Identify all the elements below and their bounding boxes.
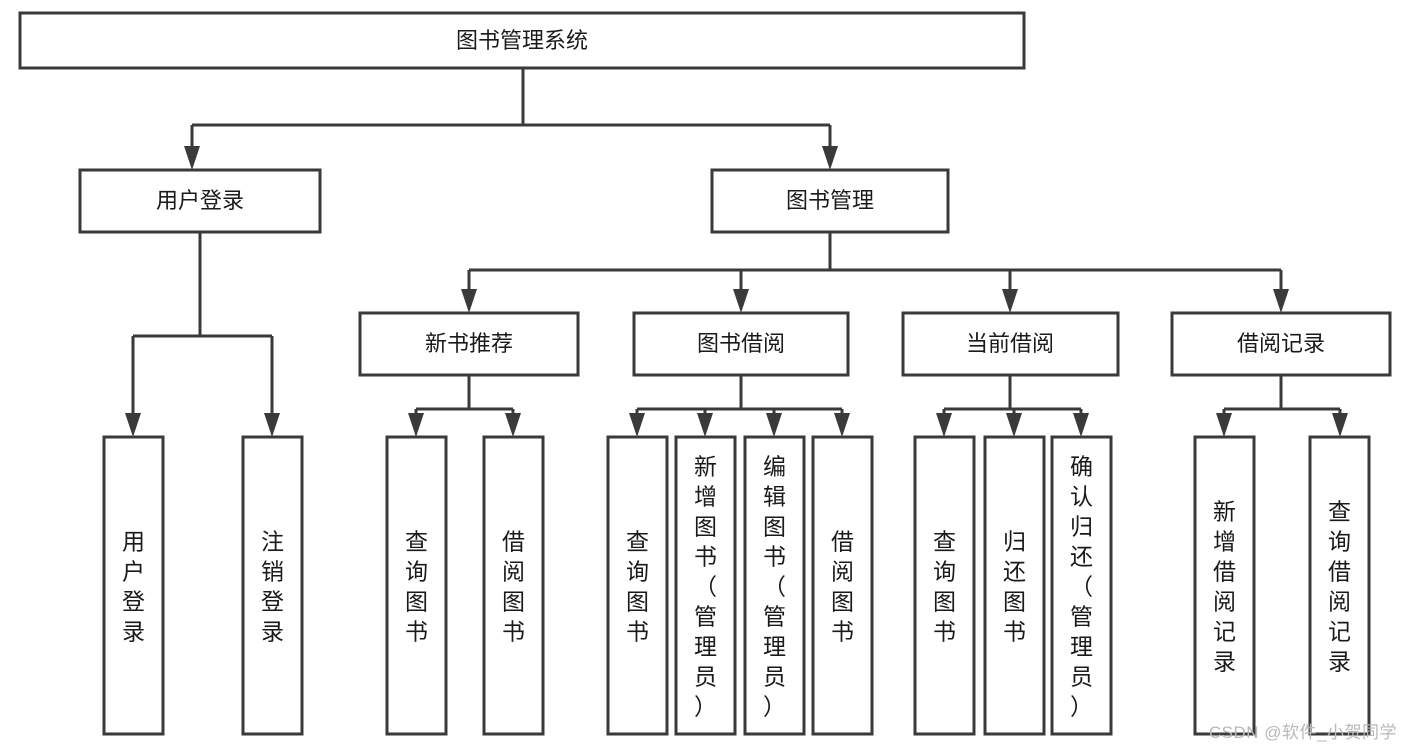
node-borrow-record-label: 借阅记录: [1237, 331, 1325, 356]
connector-current-borrow-branch: [942, 375, 1083, 419]
node-book-borrow-box[interactable]: [632, 311, 850, 377]
node-leaf-user-logout-box[interactable]: [241, 435, 304, 736]
node-leaf-borrow-book-2-box[interactable]: [811, 435, 874, 736]
arrow-head-leaf-confirm-return: [1073, 413, 1089, 437]
node-leaf-add-record[interactable]: 新增借阅记录: [1193, 435, 1256, 736]
arrow-head-borrow-record: [1273, 289, 1289, 313]
node-leaf-edit-book[interactable]: 编辑图书（管理员）: [743, 435, 806, 736]
node-leaf-query-book-1-box[interactable]: [385, 435, 448, 736]
connector-root-to-level2: [190, 68, 832, 152]
node-borrow-record[interactable]: 借阅记录: [1170, 311, 1392, 377]
node-leaf-add-record-label: 新增借阅记录: [1213, 499, 1236, 675]
node-book-manage[interactable]: 图书管理: [710, 168, 950, 234]
node-borrow-record-box[interactable]: [1170, 311, 1392, 377]
node-book-borrow-label: 图书借阅: [697, 331, 785, 356]
node-current-borrow[interactable]: 当前借阅: [901, 311, 1120, 377]
arrow-head-leaf-user-logout: [264, 413, 280, 437]
arrow-head-leaf-query-book-3: [936, 413, 952, 437]
node-leaf-query-book-2[interactable]: 查询图书: [606, 435, 669, 736]
node-current-borrow-label: 当前借阅: [966, 331, 1054, 356]
arrow-head-book-borrow: [733, 289, 749, 313]
node-leaf-query-book-2-label: 查询图书: [626, 529, 649, 645]
node-leaf-query-record-label: 查询借阅记录: [1328, 499, 1351, 675]
node-book-borrow[interactable]: 图书借阅: [632, 311, 850, 377]
node-leaf-query-record-box[interactable]: [1308, 435, 1371, 736]
node-user-login[interactable]: 用户登录: [78, 168, 322, 234]
node-leaf-edit-book-box[interactable]: [743, 435, 806, 736]
arrow-head-leaf-user-login: [125, 413, 141, 437]
node-leaf-query-book-3[interactable]: 查询图书: [913, 435, 976, 736]
connector-book-borrow-branch: [635, 375, 844, 419]
arrow-head-leaf-add-record: [1216, 413, 1232, 437]
node-leaf-user-login-box[interactable]: [102, 435, 165, 736]
node-leaf-query-book-2-box[interactable]: [606, 435, 669, 736]
node-book-manage-box[interactable]: [710, 168, 950, 234]
arrow-head-leaf-return-book: [1006, 413, 1022, 437]
arrow-head-leaf-query-record: [1332, 413, 1348, 437]
arrow-head-leaf-query-book-2: [629, 413, 645, 437]
node-leaf-return-book[interactable]: 归还图书: [983, 435, 1046, 736]
nodes-layer: 图书管理系统 用户登录 图书管理 新书推荐 图书借阅 当前: [18, 11, 1392, 377]
node-leaf-borrow-book-2-label: 借阅图书: [831, 529, 854, 645]
node-leaf-confirm-return-label: 确认归还（管理员）: [1070, 454, 1093, 720]
node-leaf-borrow-book-1-box[interactable]: [482, 435, 545, 736]
connector-new-book-recommend-branch: [414, 375, 515, 419]
connector-book-manage-branch: [467, 232, 1283, 295]
arrow-head-book-manage: [822, 146, 838, 170]
node-root[interactable]: 图书管理系统: [18, 11, 1026, 70]
connector-borrow-record-branch: [1222, 375, 1342, 419]
node-user-login-label: 用户登录: [156, 188, 244, 213]
node-root-box[interactable]: [18, 11, 1026, 70]
node-user-login-box[interactable]: [78, 168, 322, 234]
connectors-layer: [125, 68, 1348, 437]
node-leaf-user-login-label: 用户登录: [122, 529, 145, 645]
node-leaf-query-book-1[interactable]: 查询图书: [385, 435, 448, 736]
node-leaf-edit-book-label: 编辑图书（管理员）: [763, 454, 786, 720]
arrow-head-current-borrow: [1002, 289, 1018, 313]
node-book-manage-label: 图书管理: [786, 188, 874, 213]
node-current-borrow-box[interactable]: [901, 311, 1120, 377]
node-leaf-user-login[interactable]: 用户登录: [102, 435, 165, 736]
leaf-nodes-layer: 用户登录 注销登录 查询图书 借阅图书 查询图书 新增图书（管理员） 编辑图书（管理员） 借阅…: [102, 435, 1371, 736]
arrow-head-new-book-recommend: [461, 289, 477, 313]
node-leaf-confirm-return[interactable]: 确认归还（管理员）: [1050, 435, 1113, 736]
arrow-head-user-login: [184, 146, 200, 170]
node-leaf-query-record[interactable]: 查询借阅记录: [1308, 435, 1371, 736]
node-leaf-add-record-box[interactable]: [1193, 435, 1256, 736]
arrow-head-leaf-borrow-book-2: [834, 413, 850, 437]
node-leaf-return-book-label: 归还图书: [1003, 529, 1026, 645]
node-leaf-borrow-book-2[interactable]: 借阅图书: [811, 435, 874, 736]
arrow-head-leaf-query-book-1: [408, 413, 424, 437]
node-leaf-borrow-book-1-label: 借阅图书: [502, 529, 525, 645]
node-leaf-confirm-return-box[interactable]: [1050, 435, 1113, 736]
node-leaf-query-book-3-box[interactable]: [913, 435, 976, 736]
node-leaf-query-book-1-label: 查询图书: [405, 529, 428, 645]
arrow-head-leaf-borrow-book-1: [505, 413, 521, 437]
node-leaf-user-logout[interactable]: 注销登录: [241, 435, 304, 736]
node-leaf-query-book-3-label: 查询图书: [933, 529, 956, 645]
arrow-head-leaf-add-book: [697, 413, 713, 437]
node-new-book-recommend-label: 新书推荐: [425, 331, 513, 356]
node-new-book-recommend-box[interactable]: [358, 311, 580, 377]
node-leaf-add-book-label: 新增图书（管理员）: [694, 454, 717, 720]
node-leaf-add-book-box[interactable]: [674, 435, 737, 736]
node-leaf-user-logout-label: 注销登录: [261, 529, 284, 645]
node-leaf-return-book-box[interactable]: [983, 435, 1046, 736]
arrow-head-leaf-edit-book: [766, 413, 782, 437]
connector-user-login-branch: [131, 232, 274, 419]
node-leaf-add-book[interactable]: 新增图书（管理员）: [674, 435, 737, 736]
node-root-label: 图书管理系统: [456, 28, 588, 53]
node-new-book-recommend[interactable]: 新书推荐: [358, 311, 580, 377]
node-leaf-borrow-book-1[interactable]: 借阅图书: [482, 435, 545, 736]
